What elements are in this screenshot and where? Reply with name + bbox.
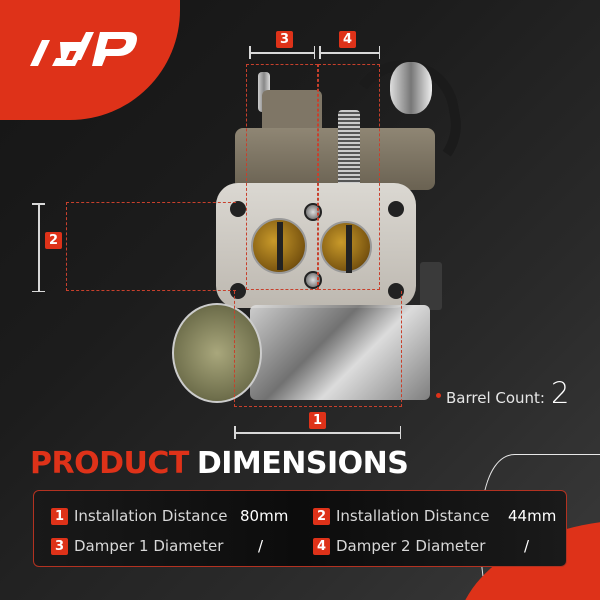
dimension-line-1: [234, 427, 401, 438]
carburetor-top-cover: [262, 90, 322, 135]
spec-badge-2: 2: [313, 507, 330, 525]
title-product: PRODUCT: [30, 446, 189, 481]
specs-panel: 1 Installation Distance 80mm 3 Damper 1 …: [33, 490, 567, 567]
ap-logo-icon: [30, 32, 137, 66]
throttle-linkage: [250, 305, 430, 400]
spec-badge-4: 4: [313, 537, 330, 555]
base-flange: [216, 183, 416, 308]
dimension-line-3: [249, 47, 315, 58]
spec-value-2: 44mm: [508, 507, 557, 525]
spec-badge-1: 1: [51, 507, 68, 525]
electrical-connector: [420, 262, 442, 310]
secondary-bore: [320, 221, 372, 273]
spec-row-3: 3 Damper 1 Diameter: [51, 536, 223, 556]
dimension-line-2: [33, 203, 44, 292]
vacuum-diaphragm: [172, 303, 262, 403]
spec-value-3: /: [258, 537, 264, 555]
marker-1: 1: [309, 412, 326, 429]
spec-name-2: Installation Distance: [336, 507, 490, 525]
damper-1-outline: [246, 64, 318, 290]
top-choke-pull-off: [390, 62, 432, 114]
spec-name-4: Damper 2 Diameter: [336, 537, 486, 555]
spec-name-1: Installation Distance: [74, 507, 228, 525]
bullet-dot-icon: [436, 393, 441, 398]
spec-row-4: 4 Damper 2 Diameter: [313, 536, 485, 556]
marker-3: 3: [276, 31, 293, 48]
dimension-line-4: [319, 47, 380, 58]
barrel-count: Barrel Count: 2: [436, 376, 569, 410]
primary-bore: [251, 218, 307, 274]
spec-value-4: /: [524, 537, 530, 555]
barrel-count-value: 2: [551, 376, 570, 410]
spec-badge-3: 3: [51, 537, 68, 555]
spec-row-2: 2 Installation Distance: [313, 506, 489, 526]
title-dimensions: DIMENSIONS: [196, 446, 409, 481]
spec-value-1: 80mm: [240, 507, 289, 525]
width-outline: [234, 291, 402, 407]
marker-4: 4: [339, 31, 356, 48]
marker-2: 2: [45, 232, 62, 249]
damper-2-outline: [318, 64, 380, 290]
carburetor-body: [235, 128, 435, 190]
throttle-spring: [338, 110, 360, 190]
spec-row-1: 1 Installation Distance: [51, 506, 227, 526]
barrel-count-label: Barrel Count:: [446, 389, 545, 407]
spec-name-3: Damper 1 Diameter: [74, 537, 224, 555]
height-outline: [66, 202, 236, 291]
